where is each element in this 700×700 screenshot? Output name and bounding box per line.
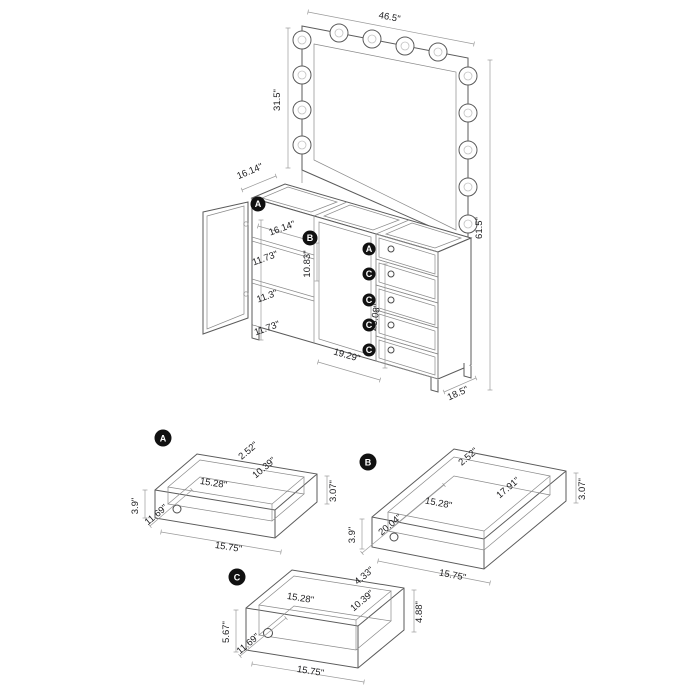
hinge-icon [243,291,249,297]
drawer-a-callout-label: A [160,434,167,444]
callout-door-a: A [250,196,266,212]
dim-mirror-width: 46.5" [378,10,402,25]
drawer-knob-icon [172,504,182,514]
dim-base-depth: 18.5" [446,384,470,403]
callout-door-a-label: A [255,199,262,209]
drawer-c-detail: C 5.67" 4.88" 15.28" 10.39" 4.33" 15.75"… [221,565,425,685]
drawer-stack [375,233,439,380]
drawer-a-exterior-width: 15.75" [214,540,243,555]
drawer-b-interior-width: 15.28" [424,496,453,512]
main-dimension-lines [240,9,493,395]
dim-top-depth: 16.14" [235,161,264,182]
drawer-a-interior-width: 15.28" [199,476,228,491]
stack-callout-label: C [366,345,373,355]
drawer-a-top-edge: 2.52" [236,440,260,462]
drawer-c-interior-width: 15.28" [286,591,315,606]
stack-callout-label: A [366,244,373,254]
drawer-b-exterior-width: 15.75" [438,568,467,584]
drawer-a-back-height: 3.07" [328,480,339,502]
drawer-a-detail: A 3.9" 3.07" 15.28" 10.39" 2.52" 15.75" … [130,429,339,555]
drawer-c-front-height: 5.67" [221,621,232,643]
callout-center-b: B [302,230,318,246]
drawer-c-back-height: 4.88" [414,601,425,623]
vanity-body [250,183,473,393]
open-door [202,201,249,335]
drawer-knob-icon [389,532,399,542]
drawer-b-front-height: 3.9" [347,527,358,544]
drawer-c-exterior-width: 15.75" [296,664,325,679]
drawer-a-callout: A [154,429,172,447]
stack-callout-label: C [366,320,373,330]
stack-callout-label: C [366,295,373,305]
dim-center-opening-height: 10.83" [302,250,313,277]
drawer-b-callout: B [359,453,377,471]
hinge-icon [243,221,249,227]
callout-center-b-label: B [307,233,314,243]
drawer-b-callout-label: B [365,458,372,468]
drawer-knob-icon [387,321,395,329]
drawer-c-callout: C [228,568,246,586]
drawer-knob-icon [387,245,395,253]
dim-mirror-height: 31.5" [272,89,283,111]
drawer-knob-icon [387,270,395,278]
dim-overall-height: 61.5" [474,217,485,239]
callout-stack: A C C C C [362,242,376,357]
drawer-b-back-height: 3.07" [577,478,588,500]
drawer-knob-icon [387,346,395,354]
drawer-a-front-height: 3.9" [130,498,141,515]
drawer-b-detail: B 3.9" 3.07" 15.28" 17.91" 2.52" 15.75" … [347,446,588,586]
stack-callout-label: C [366,269,373,279]
drawer-knob-icon [387,296,395,304]
drawer-c-callout-label: C [234,573,241,583]
